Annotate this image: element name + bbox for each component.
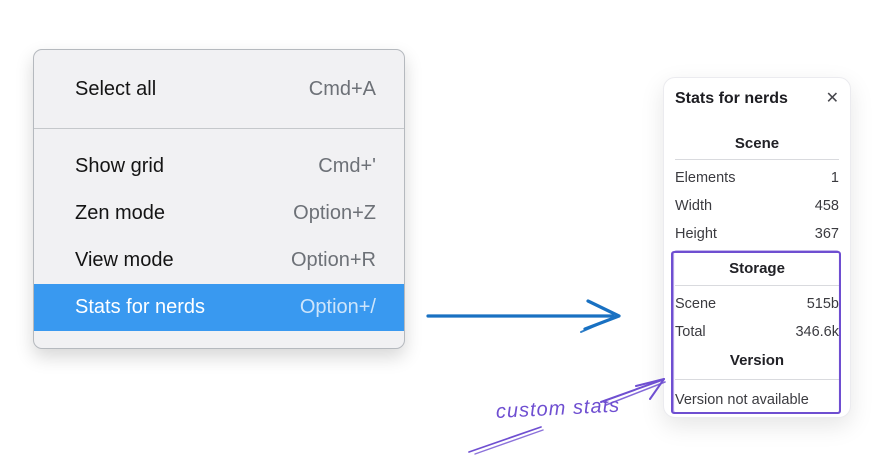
stat-row-total-size: Total 346.6k bbox=[675, 318, 839, 346]
menu-item-label: Stats for nerds bbox=[75, 296, 206, 318]
context-menu: Select all Cmd+A Show grid Cmd+' Zen mod… bbox=[33, 49, 405, 349]
menu-divider bbox=[34, 128, 404, 129]
menu-item-view-mode[interactable]: View mode Option+R bbox=[34, 237, 404, 284]
menu-item-label: Select all bbox=[75, 77, 157, 100]
stat-row-scene-size: Scene 515b bbox=[675, 290, 839, 318]
stats-panel-title: Stats for nerds bbox=[675, 90, 788, 107]
stat-value: 346.6k bbox=[795, 324, 839, 340]
menu-item-shortcut: Option+/ bbox=[299, 296, 376, 318]
storage-rows: Scene 515b Total 346.6k bbox=[675, 290, 839, 346]
section-heading-version: Version bbox=[729, 352, 785, 369]
menu-item-zen-mode[interactable]: Zen mode Option+Z bbox=[34, 190, 404, 237]
menu-item-select-all[interactable]: Select all Cmd+A bbox=[34, 50, 404, 128]
stat-label: Total bbox=[675, 324, 706, 340]
version-note: Version not available bbox=[675, 392, 809, 408]
stat-row-width: Width 458 bbox=[675, 192, 839, 220]
section-divider bbox=[675, 285, 839, 286]
stats-panel: Stats for nerds ✕ Scene Elements 1 Width… bbox=[663, 77, 851, 418]
stat-label: Scene bbox=[675, 296, 717, 312]
menu-item-shortcut: Cmd+' bbox=[318, 155, 376, 177]
stat-label: Width bbox=[675, 198, 713, 214]
stat-value: 1 bbox=[830, 170, 839, 186]
menu-item-shortcut: Option+R bbox=[290, 249, 376, 271]
menu-item-shortcut: Option+Z bbox=[293, 202, 376, 224]
menu-item-label: Show grid bbox=[75, 155, 164, 177]
stat-value: 515b bbox=[806, 296, 839, 312]
menu-item-label: View mode bbox=[75, 249, 174, 271]
annotation-stroke bbox=[468, 426, 544, 455]
section-heading-storage: Storage bbox=[729, 260, 785, 277]
menu-item-label: Zen mode bbox=[75, 202, 166, 224]
stats-panel-header: Stats for nerds ✕ bbox=[675, 88, 839, 110]
stat-value: 458 bbox=[814, 198, 839, 214]
stat-value: 367 bbox=[814, 226, 839, 242]
annotation-custom-stats: custom stats bbox=[495, 394, 621, 423]
section-heading-scene: Scene bbox=[734, 135, 780, 152]
stat-row-elements: Elements 1 bbox=[675, 164, 839, 192]
stat-row-height: Height 367 bbox=[675, 220, 839, 248]
stat-label: Height bbox=[675, 226, 717, 242]
flow-arrow-icon bbox=[426, 299, 621, 333]
scene-rows: Elements 1 Width 458 Height 367 bbox=[675, 164, 839, 248]
stat-label: Elements bbox=[675, 170, 736, 186]
menu-item-stats-for-nerds[interactable]: Stats for nerds Option+/ bbox=[34, 284, 404, 331]
menu-item-shortcut: Cmd+A bbox=[308, 77, 376, 100]
section-divider bbox=[675, 159, 839, 160]
close-icon[interactable]: ✕ bbox=[825, 90, 839, 107]
menu-item-show-grid[interactable]: Show grid Cmd+' bbox=[34, 143, 404, 190]
menu-group: Show grid Cmd+' Zen mode Option+Z View m… bbox=[34, 129, 404, 348]
section-divider bbox=[675, 379, 839, 380]
